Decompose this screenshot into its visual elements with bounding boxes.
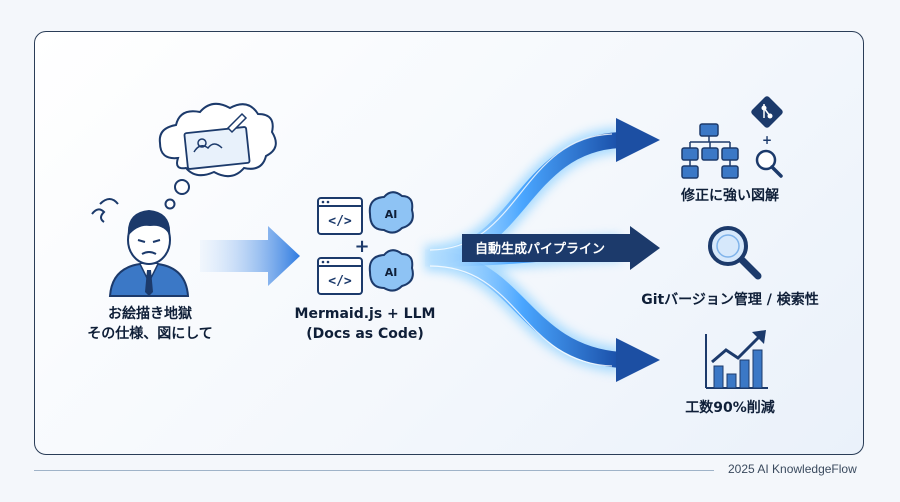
- git-icon: +: [751, 96, 783, 147]
- pipeline-banner: [462, 226, 660, 270]
- footer-divider: [34, 470, 714, 471]
- flowchart-diagram-icon: [681, 123, 739, 179]
- left-caption: お絵描き地獄 その仕様、図にして: [70, 304, 230, 344]
- ai-badge-top: AI: [385, 208, 398, 221]
- output-label-diagram: 修正に強い図解: [681, 188, 779, 204]
- output-label-efficiency: 工数90%削減: [685, 400, 775, 416]
- code-tag-top: </>: [328, 214, 352, 229]
- search-magnifier-icon: [708, 226, 762, 280]
- code-window-bottom-icon: </>: [317, 257, 363, 295]
- ai-brain-top-icon: AI: [368, 191, 414, 234]
- code-tag-bottom: </>: [328, 274, 352, 289]
- middle-caption: Mermaid.js + LLM (Docs as Code): [290, 304, 440, 344]
- input-arrow: [200, 226, 300, 286]
- plus-symbol: +: [354, 236, 369, 257]
- ai-badge-bottom: AI: [385, 266, 398, 279]
- growth-chart-icon: [705, 330, 768, 389]
- left-caption-line2: その仕様、図にして: [87, 326, 213, 342]
- frustrated-person-icon: [91, 198, 190, 297]
- left-caption-line1: お絵描き地獄: [108, 306, 192, 322]
- footer-credit: 2025 AI KnowledgeFlow: [728, 462, 857, 476]
- svg-text:+: +: [762, 133, 772, 147]
- ai-brain-bottom-icon: AI: [368, 249, 414, 292]
- output-label-git-search: Gitバージョン管理 / 検索性: [641, 292, 819, 308]
- code-window-top-icon: </>: [317, 197, 363, 235]
- middle-caption-line1: Mermaid.js + LLM: [294, 306, 436, 322]
- thought-bubble-icon: [158, 102, 277, 210]
- middle-caption-line2: (Docs as Code): [306, 326, 424, 342]
- small-search-icon: [755, 149, 783, 178]
- pipeline-label: 自動生成パイプライン: [475, 241, 605, 257]
